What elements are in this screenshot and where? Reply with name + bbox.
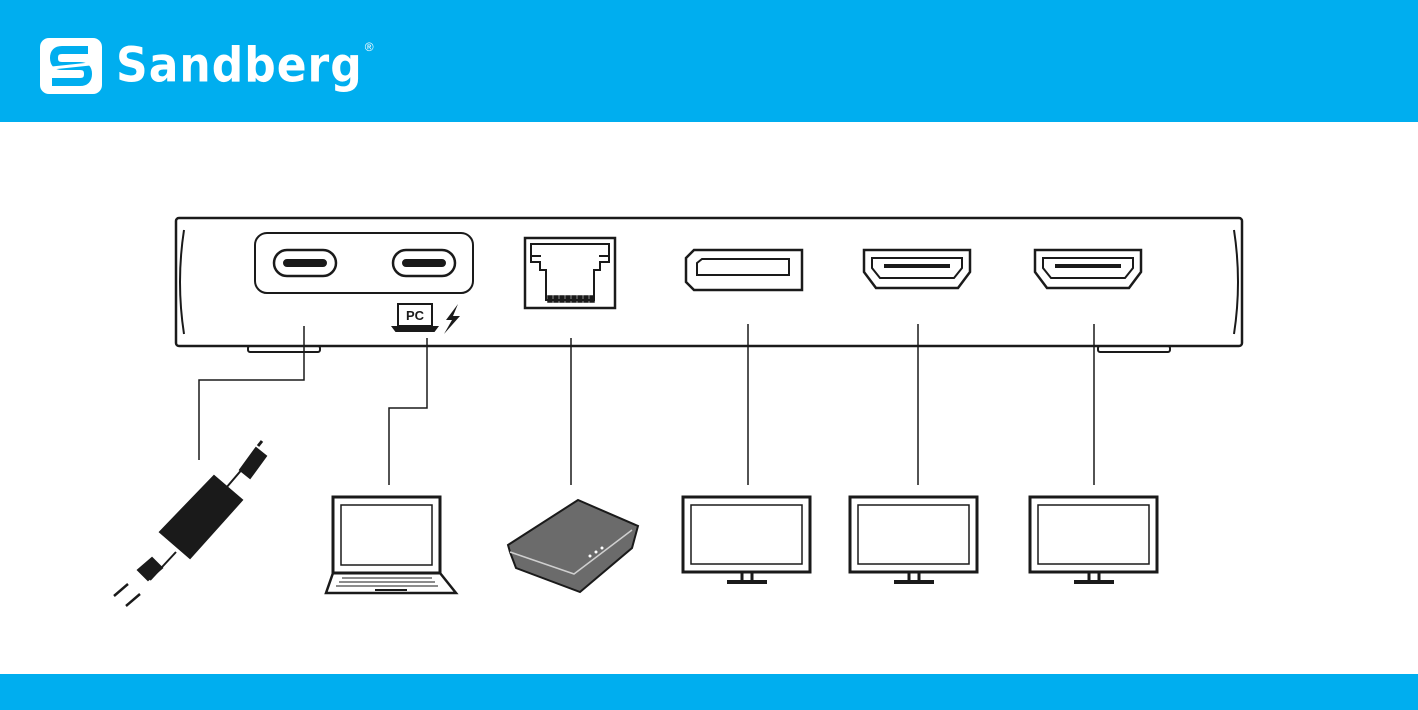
connection-lines xyxy=(199,324,1094,485)
monitor-icon xyxy=(850,497,977,582)
hdmi-port-icon xyxy=(1035,250,1141,288)
monitor-icon xyxy=(683,497,810,582)
usb-c-port-icon xyxy=(274,250,336,276)
lightning-icon xyxy=(444,304,460,334)
pc-label: PC xyxy=(406,308,425,323)
monitor-icon xyxy=(1030,497,1157,582)
laptop-icon xyxy=(326,497,456,593)
rj45-port-icon xyxy=(525,238,615,308)
usb-c-port-icon xyxy=(393,250,455,276)
docking-station xyxy=(176,218,1242,352)
line-laptop xyxy=(389,338,427,485)
displayport-port-icon xyxy=(686,250,802,290)
power-adapter-icon xyxy=(114,441,266,606)
hdmi-port-icon xyxy=(864,250,970,288)
router-icon xyxy=(508,500,638,592)
footer-bar xyxy=(0,674,1418,710)
